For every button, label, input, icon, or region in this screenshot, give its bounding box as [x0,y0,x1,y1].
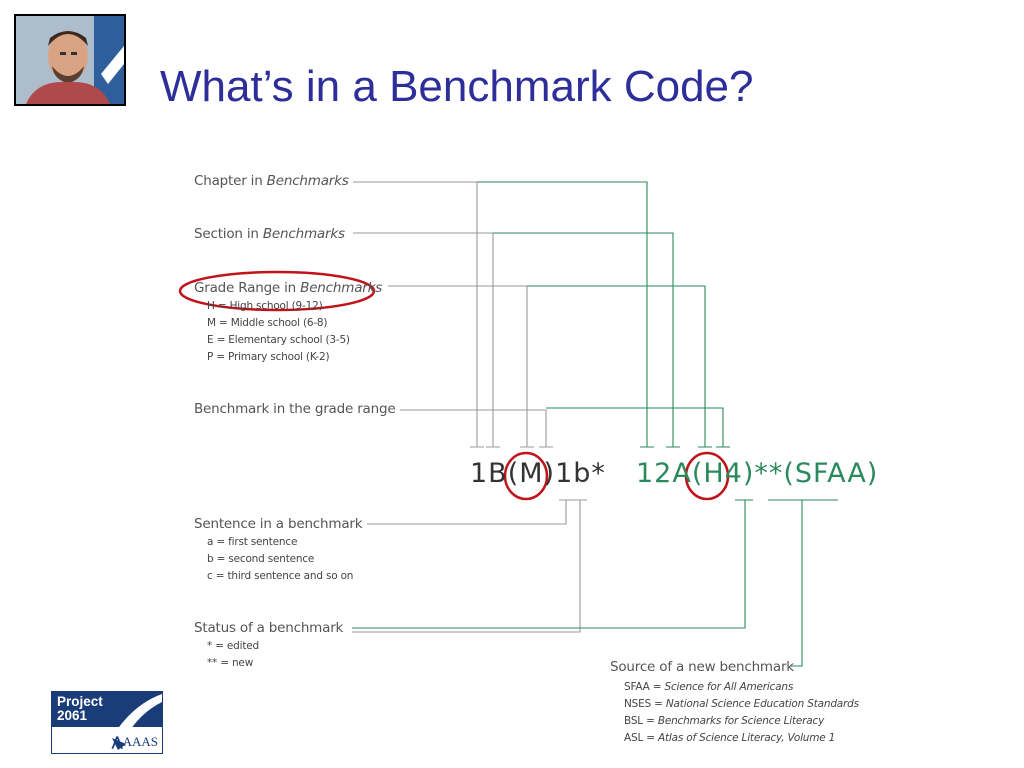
label-sentence: Sentence in a benchmark [194,516,363,532]
connector-status-old [352,500,581,633]
connector-grade-new [527,285,706,447]
label-section-italic: Benchmarks [262,226,345,242]
source-item-nses: NSES = National Science Education Standa… [624,698,859,710]
status-item-new: ** = new [207,657,254,669]
source-item-sfaa: SFAA = Science for All Americans [624,681,794,693]
sentence-item-b: b = second sentence [207,553,315,565]
label-grade-text: Grade Range in [194,280,301,296]
grade-item-m: M = Middle school (6-8) [207,317,328,329]
connector-chapter-new [477,181,648,447]
connector-benchmark-old [400,409,547,447]
source-item-asl: ASL = Atlas of Science Literacy, Volume … [624,732,836,744]
label-status: Status of a benchmark [194,620,344,636]
label-chapter-italic: Benchmarks [266,173,349,189]
source-list: SFAA = Science for All Americans NSES = … [624,679,859,747]
source-item-bsl: BSL = Benchmarks for Science Literacy [624,715,825,727]
highlight-grade-label [178,270,376,312]
sentence-list: a = first sentence b = second sentence c… [207,534,353,585]
highlight-code-h4 [684,451,730,501]
code-new-format: 12A(H4)**(SFAA) [636,458,879,489]
connector-section-new [493,232,674,447]
logo-line2: 2061 [57,708,88,723]
connector-status-new [352,500,746,629]
grade-item-h: H = High school (9-12) [207,300,323,312]
status-list: * = edited ** = new [207,638,259,672]
grade-item-e: E = Elementary school (3-5) [207,334,350,346]
logo-org: AAAS [122,734,158,749]
highlight-code-m [503,451,549,501]
aaas-mark-icon: ⋀ [111,734,123,749]
logo-swoosh-icon [112,694,162,750]
page-title: What’s in a Benchmark Code? [160,62,754,111]
label-chapter: Chapter in Benchmarks [194,173,349,189]
label-grade-range: Grade Range in Benchmarks [194,280,382,296]
label-section-text: Section in [194,226,263,242]
label-source: Source of a new benchmark [610,659,794,675]
grade-item-p: P = Primary school (K-2) [207,351,330,363]
logo-line1: Project [57,694,103,709]
code-old-format: 1B(M)1b* [470,458,606,489]
connector-benchmark-new [546,407,724,447]
grade-range-list: H = High school (9-12) M = Middle school… [207,298,350,366]
label-grade-italic: Benchmarks [300,280,383,296]
logo-text: Project 2061 [57,695,103,723]
presenter-photo [14,14,126,106]
label-benchmark: Benchmark in the grade range [194,401,396,417]
status-item-edited: * = edited [207,640,260,652]
sentence-item-a: a = first sentence [207,536,298,548]
connector-grade-old [388,285,528,447]
label-section: Section in Benchmarks [194,226,345,242]
connector-sentence [367,500,567,525]
connector-source [790,500,803,667]
logo-aaas: ⋀AAAS [112,734,158,750]
project-2061-logo: Project 2061 ⋀AAAS [51,691,163,754]
sentence-item-c: c = third sentence and so on [207,570,354,582]
label-chapter-text: Chapter in [194,173,267,189]
